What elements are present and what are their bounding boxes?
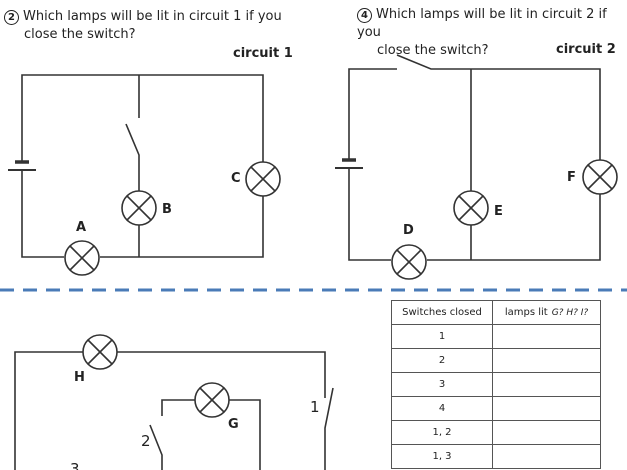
lamp-g-icon bbox=[194, 382, 230, 418]
switch-1-label: 1 bbox=[310, 398, 320, 416]
circuit-2 bbox=[335, 54, 618, 280]
switch-3-label: 3 bbox=[70, 460, 80, 470]
lamp-f-icon bbox=[582, 159, 618, 195]
circuit-1 bbox=[8, 74, 281, 276]
answer-cell[interactable] bbox=[492, 372, 601, 397]
answer-cell[interactable] bbox=[492, 348, 601, 373]
label-e: E bbox=[494, 204, 503, 219]
lamp-h-icon bbox=[82, 334, 118, 370]
label-h: H bbox=[74, 370, 85, 385]
label-d: D bbox=[403, 223, 414, 238]
answer-cell[interactable] bbox=[492, 396, 601, 421]
lamp-d-icon bbox=[391, 244, 427, 280]
label-f: F bbox=[567, 170, 576, 185]
lamps-hint: G? H? I? bbox=[551, 308, 589, 318]
answer-cell[interactable] bbox=[492, 324, 601, 349]
lamp-b-icon bbox=[121, 190, 157, 226]
table-row: 1, 2 bbox=[391, 420, 601, 445]
circuit-3 bbox=[14, 334, 334, 470]
label-b: B bbox=[162, 202, 172, 217]
label-g: G bbox=[228, 417, 239, 432]
circuit-2-title: circuit 2 bbox=[556, 42, 616, 57]
table-row: 1, 3 bbox=[391, 444, 601, 469]
answer-cell[interactable] bbox=[492, 444, 601, 469]
table-row: 4 bbox=[391, 396, 601, 421]
lamp-a-icon bbox=[64, 240, 100, 276]
answer-cell[interactable] bbox=[492, 420, 601, 445]
question-number: 4 bbox=[357, 8, 372, 23]
lamp-c-icon bbox=[245, 161, 281, 197]
circuit-1-title: circuit 1 bbox=[233, 46, 293, 61]
question-number: 2 bbox=[4, 10, 19, 25]
table-row: 2 bbox=[391, 348, 601, 373]
table-row: 3 bbox=[391, 372, 601, 397]
label-c: C bbox=[231, 171, 241, 186]
lamp-e-icon bbox=[453, 190, 489, 226]
table-row: 1 bbox=[391, 324, 601, 349]
switch-2-label: 2 bbox=[141, 432, 151, 450]
label-a: A bbox=[76, 220, 87, 235]
